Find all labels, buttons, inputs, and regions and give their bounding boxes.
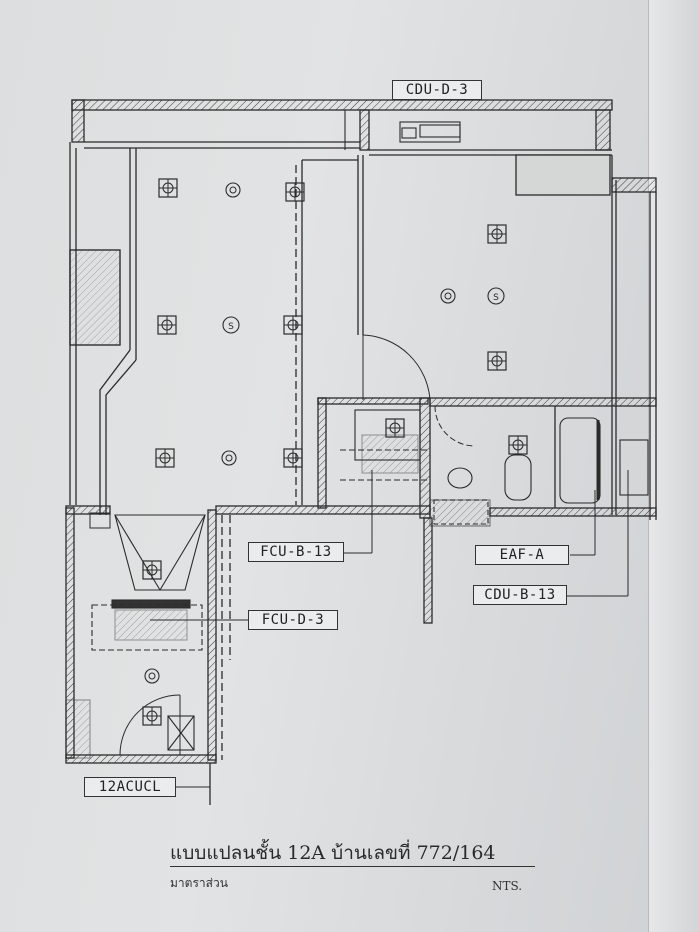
outer-walls [65,99,657,805]
ceiling-light-icons [142,178,528,726]
tag-cdu-d-3: CDU-D-3 [392,80,482,100]
drawing-title: แบบแปลนชั้น 12A บ้านเลขที่ 772/164 [170,842,496,864]
tag-fcu-d-3: FCU-D-3 [248,610,338,630]
smoke-detector-label: S [493,293,499,303]
scale-label: มาตราส่วน [170,876,228,890]
smoke-detector-label: S [228,322,234,332]
tag-12acucl: 12ACUCL [84,777,176,797]
equipment [91,110,649,751]
tag-fcu-b-13: FCU-B-13 [248,542,344,562]
title-underline [170,866,535,867]
downlight-icons [144,182,456,684]
doors [119,334,476,756]
nts-label: NTS. [492,879,523,893]
tag-cdu-b-13: CDU-B-13 [473,585,567,605]
leader-lines [150,470,629,788]
tag-eaf-a: EAF-A [475,545,569,565]
